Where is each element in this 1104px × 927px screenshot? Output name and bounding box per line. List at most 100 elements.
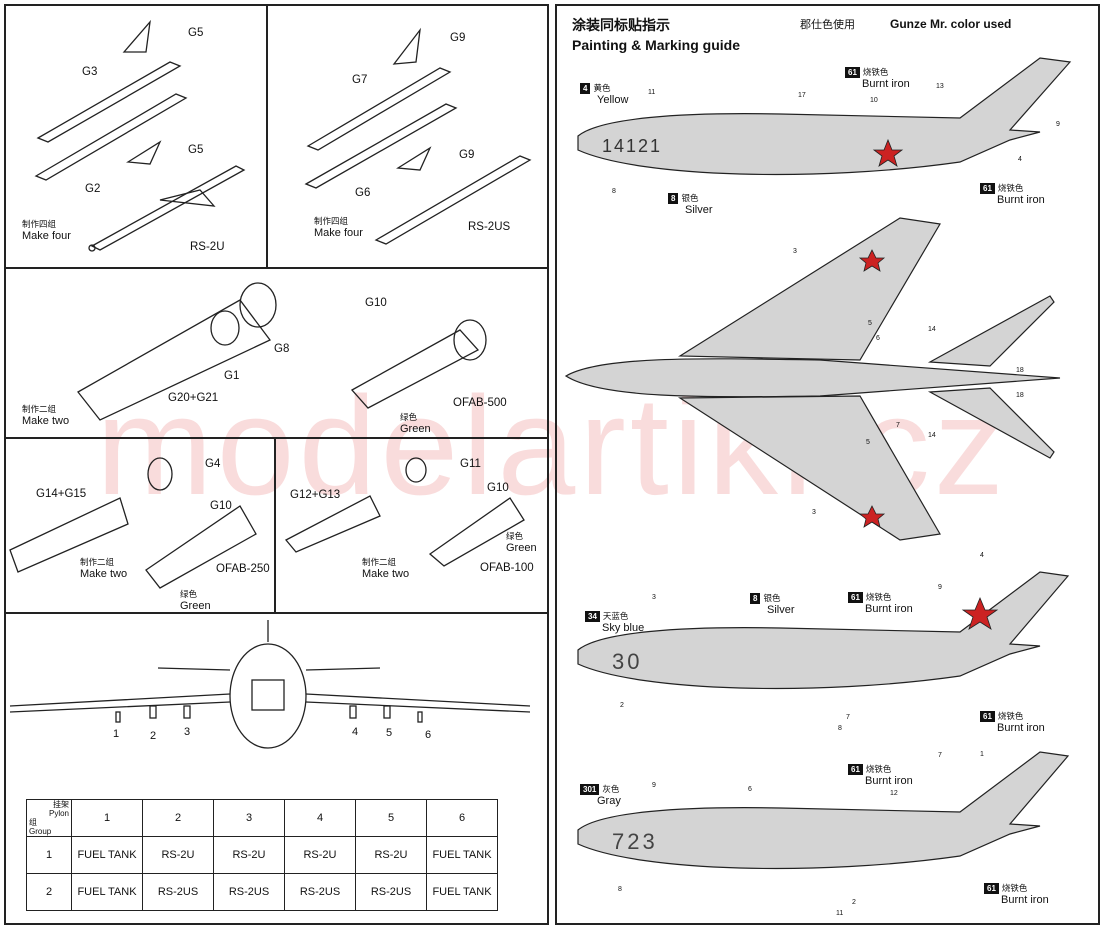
callout-number: 8	[838, 725, 842, 732]
callout-number: 8	[618, 886, 622, 893]
table-cell: FUEL TANK	[71, 873, 143, 911]
table-col-header: 5	[355, 799, 427, 837]
divider-h1	[4, 267, 549, 269]
callout-number: 9	[652, 782, 656, 789]
part-label-g4: G4	[205, 458, 221, 470]
part-label-g9-top: G9	[450, 32, 466, 44]
callout-number: 5	[866, 439, 870, 446]
weapon-name-ofab500: OFAB-500	[453, 397, 507, 409]
part-label-g12-g13: G12+G13	[290, 489, 341, 501]
table-col-header: 4	[284, 799, 356, 837]
serial-number-4: 723	[612, 829, 658, 854]
divider-h2	[4, 437, 549, 439]
gunze-en: Gunze Mr. color used	[890, 17, 1012, 31]
table-cell: RS-2US	[213, 873, 285, 911]
table-cell: RS-2U	[355, 836, 427, 874]
part-label-g6: G6	[355, 187, 371, 199]
table-cell: RS-2U	[213, 836, 285, 874]
table-col-header: 3	[213, 799, 285, 837]
pylon-number-3: 3	[184, 726, 191, 738]
pylon-number-4: 4	[352, 726, 359, 738]
pylon-number-1: 1	[113, 728, 120, 740]
part-label-g11: G11	[460, 458, 481, 470]
serial-number-1: 14121	[602, 136, 663, 156]
callout-number: 3	[793, 248, 797, 255]
callout-number: 4	[1018, 156, 1022, 163]
callout-number: 13	[936, 83, 944, 90]
callout-number: 11	[836, 910, 844, 917]
callout-number: 7	[938, 752, 942, 759]
part-label-g8: G8	[274, 343, 290, 355]
table-row: 1 FUEL TANK RS-2U RS-2U RS-2U RS-2U FUEL…	[26, 836, 498, 874]
table-cell: FUEL TANK	[426, 836, 498, 874]
callout-number: 5	[868, 320, 872, 327]
table-col-header: 2	[142, 799, 214, 837]
callout-number: 9	[938, 584, 942, 591]
divider-v1	[266, 4, 268, 268]
callout-number: 8	[612, 188, 616, 195]
part-label-g10-100: G10	[487, 482, 509, 494]
callout-number: 10	[870, 97, 878, 104]
table-cell: RS-2US	[284, 873, 356, 911]
part-label-g7: G7	[352, 74, 368, 86]
callout-number: 7	[896, 422, 900, 429]
guide-title-cn: 涂装同标贴指示	[572, 17, 670, 33]
pylon-number-2: 2	[150, 730, 157, 742]
part-label-g10-250: G10	[210, 500, 232, 512]
callout-number: 17	[798, 92, 806, 99]
table-cell: RS-2US	[355, 873, 427, 911]
serial-number-3: 30	[612, 649, 643, 674]
table-cell: RS-2US	[142, 873, 214, 911]
weapon-name-ofab250: OFAB-250	[216, 563, 270, 575]
part-label-g3: G3	[82, 66, 98, 78]
part-label-g1: G1	[224, 370, 240, 382]
callout-number: 6	[748, 786, 752, 793]
pylon-number-6: 6	[425, 729, 432, 741]
part-label-g20-g21: G20+G21	[168, 392, 219, 404]
callout-number: 3	[812, 509, 816, 516]
callout-number: 7	[846, 714, 850, 721]
weapons-panel	[4, 4, 549, 925]
table-col-header: 6	[426, 799, 498, 837]
callout-number: 2	[852, 899, 856, 906]
callout-number: 11	[648, 89, 656, 96]
part-label-g9-bottom: G9	[459, 149, 475, 161]
divider-h3	[4, 612, 549, 614]
callout-number: 14	[928, 432, 936, 439]
callout-number: 12	[890, 790, 898, 797]
part-label-g5-bottom: G5	[188, 144, 204, 156]
callout-number: 4	[980, 552, 984, 559]
table-cell: FUEL TANK	[426, 873, 498, 911]
painting-guide-panel	[555, 4, 1100, 925]
table-col-header: 1	[71, 799, 143, 837]
part-label-g14-g15: G14+G15	[36, 488, 87, 500]
guide-title-en: Painting & Marking guide	[572, 37, 741, 53]
callout-number: 14	[928, 326, 936, 333]
gunze-cn: 郡仕色使用	[800, 19, 855, 31]
table-cell: FUEL TANK	[71, 836, 143, 874]
callout-number: 18	[1016, 367, 1024, 374]
table-row: 2 FUEL TANK RS-2US RS-2US RS-2US RS-2US …	[26, 873, 498, 911]
part-label-g5-top: G5	[188, 27, 204, 39]
callout-number: 3	[652, 594, 656, 601]
part-label-g10-500: G10	[365, 297, 387, 309]
callout-number: 6	[876, 335, 880, 342]
table-group-cell: 2	[26, 873, 72, 911]
